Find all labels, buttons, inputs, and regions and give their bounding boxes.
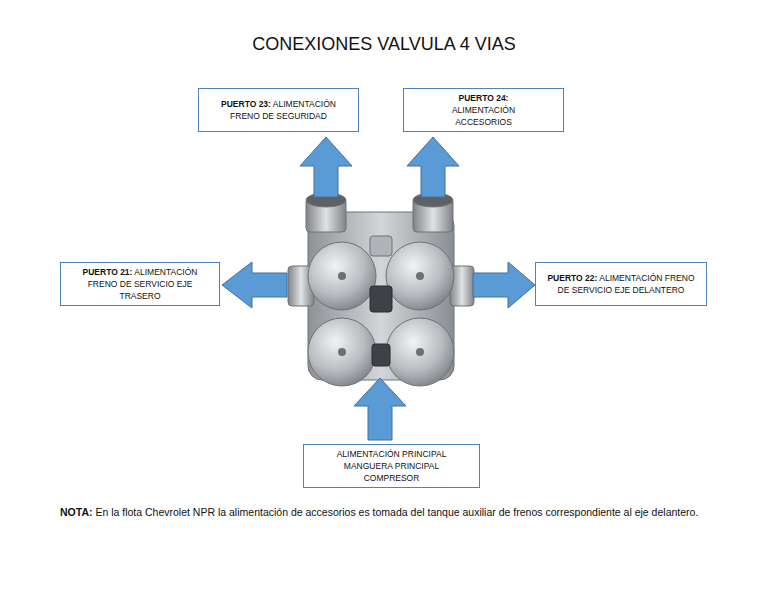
port-box: PUERTO 23: ALIMENTACIÓN FRENO DE SEGURID… <box>198 88 359 132</box>
flow-arrow <box>354 378 406 440</box>
port-number: PUERTO 21: <box>83 267 133 277</box>
box-text: PUERTO 21: ALIMENTACIÓN FRENO DE SERVICI… <box>67 266 213 302</box>
box-text: PUERTO 23: ALIMENTACIÓN FRENO DE SEGURID… <box>217 98 340 122</box>
flow-arrow <box>407 137 459 197</box>
flow-arrow <box>473 262 535 308</box>
box-text: PUERTO 24: ALIMENTACIÓN ACCESORIOS <box>434 92 533 128</box>
flow-arrows <box>222 137 535 440</box>
port-box: PUERTO 24: ALIMENTACIÓN ACCESORIOS <box>403 88 564 132</box>
port-number: PUERTO 24: <box>459 93 509 103</box>
flow-arrow <box>300 137 352 197</box>
port-number: PUERTO 22: <box>547 273 597 283</box>
box-text: ALIMENTACIÓN PRINCIPAL MANGUERA PRINCIPA… <box>332 448 451 484</box>
port-box: ALIMENTACIÓN PRINCIPAL MANGUERA PRINCIPA… <box>303 444 480 488</box>
flow-arrow <box>222 262 287 308</box>
valve-body <box>288 193 474 386</box>
box-text: PUERTO 22: ALIMENTACIÓN FRENO DE SERVICI… <box>542 272 700 296</box>
note-body: En la flota Chevrolet NPR la alimentació… <box>95 506 698 518</box>
port-box: PUERTO 21: ALIMENTACIÓN FRENO DE SERVICI… <box>60 262 220 306</box>
port-description: ALIMENTACIÓN PRINCIPAL MANGUERA PRINCIPA… <box>337 449 447 483</box>
port-number: PUERTO 23: <box>221 99 271 109</box>
diagram-title: CONEXIONES VALVULA 4 VIAS <box>0 34 768 55</box>
port-box: PUERTO 22: ALIMENTACIÓN FRENO DE SERVICI… <box>535 262 707 306</box>
note-text: NOTA: En la flota Chevrolet NPR la alime… <box>60 506 760 518</box>
note-label: NOTA: <box>60 506 92 518</box>
port-description: ALIMENTACIÓN ACCESORIOS <box>452 105 515 127</box>
